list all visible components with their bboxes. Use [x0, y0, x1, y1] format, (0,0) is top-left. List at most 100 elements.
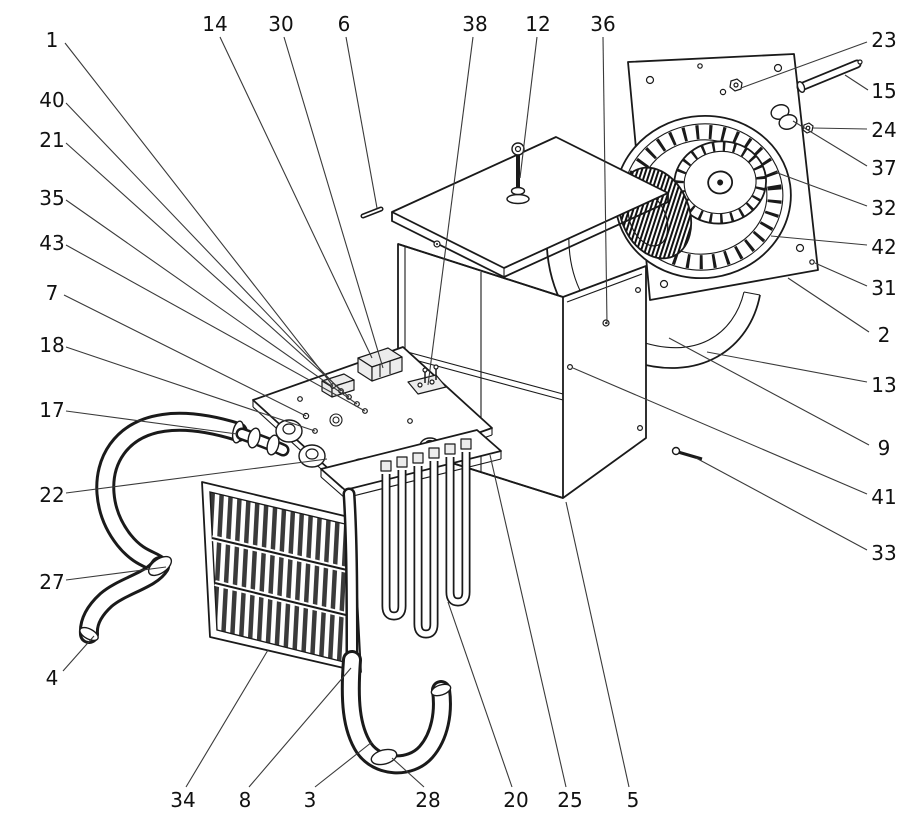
leader-line-3 [314, 741, 373, 788]
leader-line-31 [814, 262, 868, 287]
leader-line-40 [65, 102, 342, 392]
leader-line-21 [65, 142, 350, 398]
leader-line-22 [65, 458, 328, 494]
leader-line-12 [519, 36, 538, 179]
part-label-34: 34 [170, 788, 195, 812]
bottom-pipe [340, 650, 452, 775]
leader-line-7 [63, 294, 307, 417]
leader-line-18 [65, 346, 316, 432]
lid-screw-icon [433, 240, 441, 248]
bolt-12-icon [506, 142, 530, 205]
part-label-25: 25 [557, 788, 582, 812]
element-fittings [380, 438, 472, 472]
upper-pipe [78, 411, 248, 644]
leader-line-4 [62, 635, 95, 672]
front-grille [201, 481, 362, 673]
part-label-35: 35 [39, 186, 64, 210]
leader-line-5 [565, 501, 630, 788]
panel-hole [795, 243, 805, 253]
heating-elements [380, 438, 472, 639]
pin-6-icon [360, 206, 384, 219]
panel-hole [773, 63, 783, 73]
leader-line-41 [572, 367, 868, 495]
leader-line-6 [345, 36, 378, 209]
housing-hole-41 [566, 364, 573, 371]
leader-line-36 [602, 36, 608, 325]
leader-line-42 [770, 235, 868, 246]
panel-hole [659, 279, 669, 289]
screw-36-icon [602, 319, 610, 327]
part-label-9: 9 [878, 436, 891, 460]
panel-hole [645, 75, 655, 85]
part-label-15: 15 [871, 79, 896, 103]
part-label-22: 22 [39, 483, 64, 507]
terminal-block [407, 364, 447, 395]
part-label-41: 41 [871, 485, 896, 509]
leader-line-27 [65, 566, 167, 581]
hex-nut-23-icon [719, 78, 743, 96]
part-label-31: 31 [871, 276, 896, 300]
leader-line-2 [787, 277, 870, 333]
leader-line-1 [64, 42, 334, 387]
leader-line-33 [695, 457, 868, 551]
part-label-7: 7 [46, 281, 59, 305]
part-label-43: 43 [39, 231, 64, 255]
panel-hole [697, 63, 703, 69]
part-label-27: 27 [39, 570, 64, 594]
leader-line-13 [706, 351, 868, 383]
leader-line-8 [248, 667, 352, 788]
part-label-4: 4 [46, 666, 59, 690]
housing-hole [636, 425, 643, 432]
leader-line-35 [65, 199, 358, 405]
bushing-37 [770, 104, 798, 130]
part-label-32: 32 [871, 196, 896, 220]
top-panel [360, 136, 669, 278]
part-label-36: 36 [590, 12, 615, 36]
leader-line-20 [447, 601, 513, 788]
part-label-23: 23 [871, 28, 896, 52]
leader-line-37 [792, 120, 868, 167]
part-label-28: 28 [415, 788, 440, 812]
pipe-unions [235, 427, 290, 457]
panel-hole-31 [809, 259, 815, 265]
part-label-24: 24 [871, 118, 896, 142]
leader-line-17 [65, 410, 238, 435]
screw-33-icon [671, 446, 703, 461]
relay [321, 373, 355, 398]
part-label-6: 6 [338, 12, 351, 36]
leader-line-15 [844, 74, 869, 91]
part-label-30: 30 [268, 12, 293, 36]
thermostat-coil [329, 413, 343, 427]
part-label-1: 1 [46, 28, 59, 52]
part-label-42: 42 [871, 235, 896, 259]
part-label-3: 3 [304, 788, 317, 812]
hex-nut-24-icon [802, 122, 814, 134]
leader-line-9 [668, 337, 870, 446]
leader-line-38 [427, 36, 474, 386]
leader-line-24 [812, 127, 868, 130]
mounting-hardware [719, 59, 863, 134]
housing-hole [634, 287, 641, 294]
leader-line-25 [489, 454, 567, 788]
part-label-2: 2 [878, 323, 891, 347]
leader-line-30 [283, 36, 384, 369]
part-label-18: 18 [39, 333, 64, 357]
leader-line-23 [740, 41, 868, 89]
part-label-12: 12 [525, 12, 550, 36]
handle-rod-15 [796, 59, 863, 93]
water-pipes [78, 411, 452, 775]
fan-wheel [614, 114, 792, 280]
leader-line-28 [391, 757, 425, 788]
leader-line-14 [219, 36, 373, 359]
part-label-38: 38 [462, 12, 487, 36]
leader-line-43 [65, 244, 366, 412]
part-label-40: 40 [39, 88, 64, 112]
part-label-8: 8 [239, 788, 252, 812]
part-label-21: 21 [39, 128, 64, 152]
part-label-5: 5 [627, 788, 640, 812]
part-label-20: 20 [503, 788, 528, 812]
leader-line-32 [774, 171, 868, 207]
coil-union-b [298, 444, 326, 468]
